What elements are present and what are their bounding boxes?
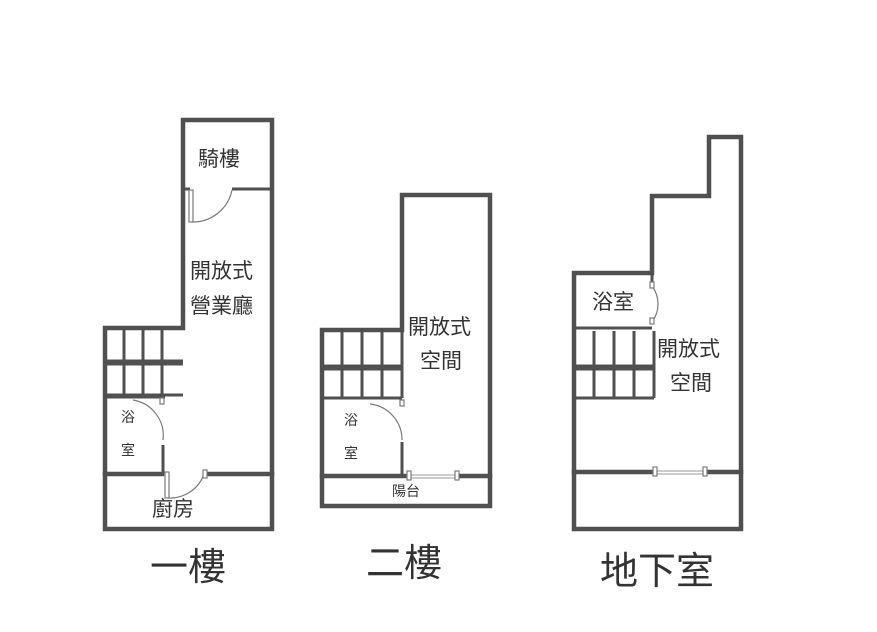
basement-bath-door-swing <box>651 285 659 323</box>
floor-1-title: 一樓 <box>150 545 226 589</box>
floor-1-hall-label-line1: 開放式 <box>190 259 253 283</box>
floor-2-bath-label-line1: 浴 <box>344 413 358 429</box>
basement-bath-door-leaf <box>649 281 655 289</box>
floor-2-balcony-window <box>406 470 460 481</box>
floor-2-staircase <box>322 330 404 400</box>
floor-1-outer-wall <box>102 117 275 532</box>
basement-open-label-line1: 開放式 <box>657 337 720 361</box>
floor-1-plan: 騎樓 開放式 營業廳 浴 室 廚房 一樓 <box>102 117 275 589</box>
floor-2-bath-door-swing <box>369 403 403 441</box>
floor-1-bath-door-leaf <box>159 397 165 405</box>
floor-1-bath-door-swing <box>132 399 164 441</box>
floor-1-front-door-swing <box>191 189 233 223</box>
basement-front-window <box>652 466 708 477</box>
floor-2-open-label-line2: 空間 <box>420 349 462 373</box>
basement-open-label-line2: 空間 <box>670 371 712 395</box>
floor-2-balcony-label: 陽台 <box>392 484 420 500</box>
floor-1-arcade-label: 騎樓 <box>198 147 240 171</box>
floor-2-bath-door-leaf <box>399 399 405 407</box>
floor-1-bath-label-line2: 室 <box>121 442 135 459</box>
floor-2-bath-label-line2: 室 <box>344 445 358 462</box>
floor-1-bath-label-line1: 浴 <box>121 410 135 426</box>
floor-1-staircase <box>105 328 183 397</box>
basement-staircase <box>574 331 656 400</box>
basement-plan: 浴室 開放式 空間 地下室 <box>571 134 744 593</box>
basement-bath-door-leaf-2 <box>649 317 655 325</box>
floor-1-kitchen-label: 廚房 <box>152 497 194 521</box>
floor-1-hall-label-line2: 營業廳 <box>190 294 253 318</box>
basement-bath-label: 浴室 <box>592 290 634 314</box>
floor-1-front-door-leaf <box>188 189 194 223</box>
floor-1-kitchen-door-swing <box>167 473 205 499</box>
basement-outer-wall <box>571 134 744 532</box>
floor-1-kitchen-door-leaf-r <box>202 469 208 479</box>
floor-2-plan: 開放式 空間 浴 室 陽台 二樓 <box>319 192 493 585</box>
floor-1-kitchen-door-leaf-l <box>164 471 170 499</box>
floor-2-title: 二樓 <box>366 541 442 585</box>
basement-title: 地下室 <box>600 549 714 593</box>
floor-2-open-label-line1: 開放式 <box>408 315 471 339</box>
